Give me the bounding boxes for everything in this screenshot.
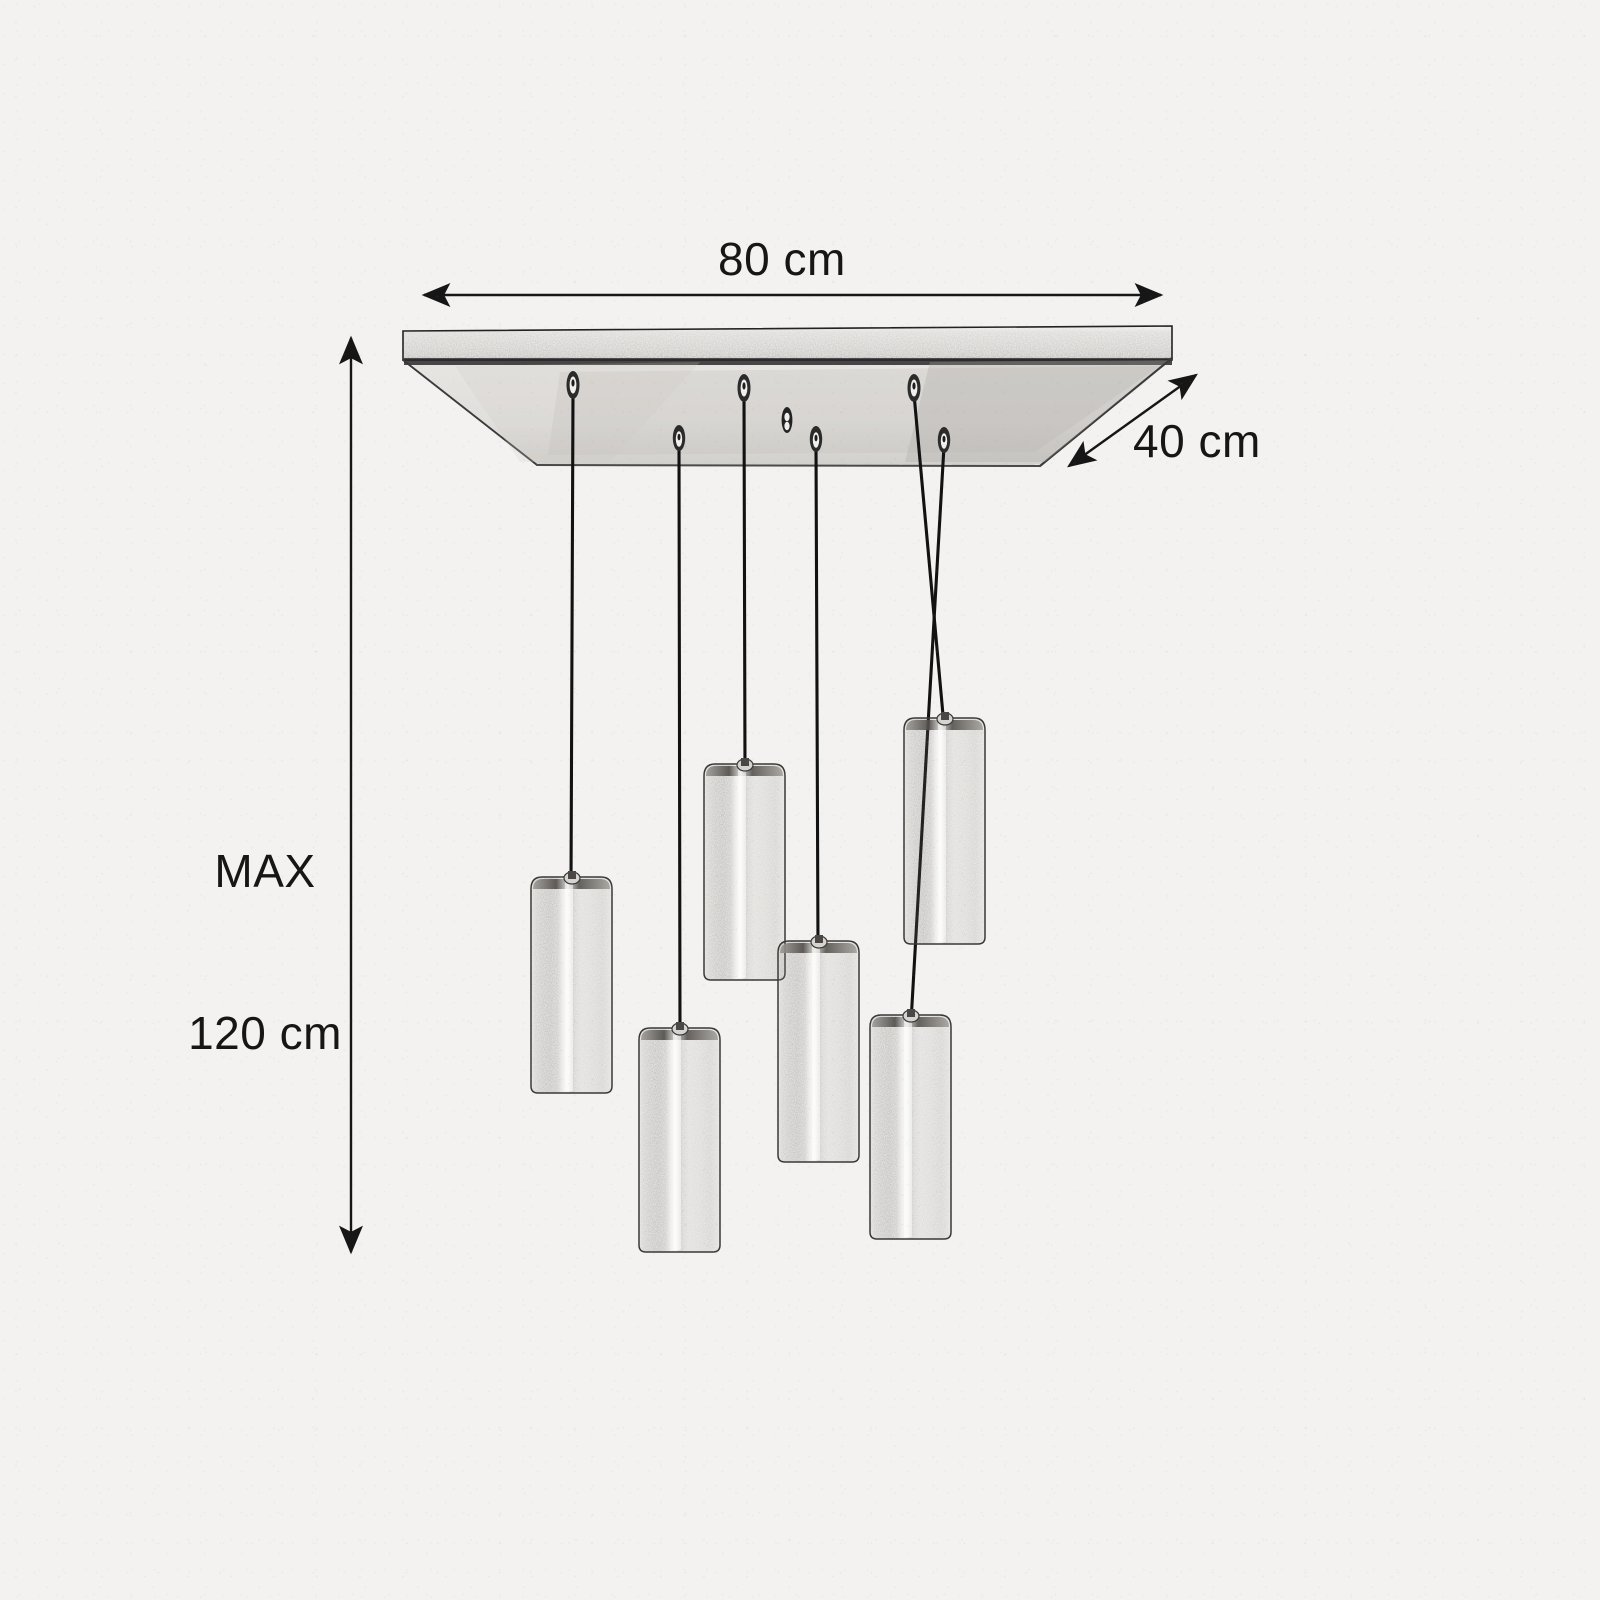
plate-interior-shading: [548, 366, 1160, 455]
dimension-lines: [339, 283, 1198, 1255]
pendant-shade-4: [777, 935, 860, 1163]
shade-fitting-6: [902, 1009, 920, 1023]
cord-4: [814, 443, 820, 950]
dimension-label-height-line1: MAX: [214, 844, 316, 897]
shade-fitting-3: [736, 758, 754, 772]
cord-clamp-5: [907, 374, 921, 402]
pendant-shade-1: [530, 871, 613, 1094]
plate-edge-back: [536, 464, 1041, 467]
spare-cord-clamp-icon: [781, 407, 793, 433]
cord-clamp-6: [937, 427, 951, 453]
plate-front-face-outline: [402, 325, 1173, 361]
plate-interior-shading-3: [455, 362, 700, 462]
shade-fitting-1: [563, 871, 581, 885]
shade-fitting-5: [936, 712, 954, 726]
cord-clamps: [566, 371, 951, 453]
dimension-label-height: MAX 120 cm: [170, 735, 360, 1169]
shade-fitting-4: [810, 935, 828, 949]
ceiling-plate: [402, 325, 1174, 468]
shade-fitting-2: [671, 1022, 689, 1036]
cord-clamp-1: [566, 371, 580, 399]
dimension-line-depth: [1067, 373, 1198, 468]
plate-edge-left-diagonal: [402, 359, 538, 466]
pendant-shade-6: [869, 1009, 952, 1240]
dimension-label-height-line2: 120 cm: [188, 1007, 342, 1060]
cord-2: [677, 442, 682, 1037]
plate-front-shadow: [404, 358, 1172, 365]
cord-clamp-3: [737, 374, 751, 402]
pendant-shade-5: [903, 712, 986, 945]
pendant-shade-2: [638, 1022, 721, 1253]
dimension-label-width: 80 cm: [718, 233, 846, 285]
dimension-label-depth: 40 cm: [1133, 415, 1261, 467]
cord-3: [742, 392, 747, 774]
cord-5: [912, 392, 946, 728]
pendant-shade-3: [703, 758, 786, 981]
cord-clamp-4: [809, 426, 823, 452]
cord-clamp-2: [672, 425, 686, 451]
cord-1: [569, 390, 575, 886]
plate-front-face: [403, 326, 1172, 360]
